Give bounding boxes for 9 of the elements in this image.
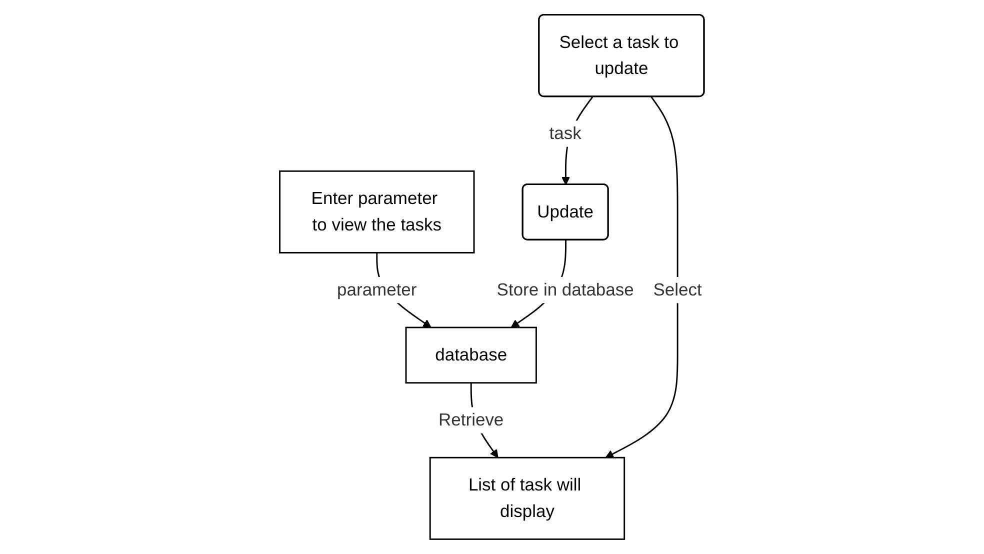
node-box: database — [405, 326, 538, 384]
arrow — [605, 96, 678, 458]
edge-label: Select — [653, 280, 702, 300]
edge-label: parameter — [337, 280, 417, 300]
node-box: List of task will display — [430, 456, 626, 540]
edge-label: Store in database — [496, 280, 634, 300]
edge-label: task — [549, 124, 582, 143]
node-box: Enter parameter to view the tasks — [279, 170, 475, 254]
edge-label: Retrieve — [438, 410, 504, 430]
